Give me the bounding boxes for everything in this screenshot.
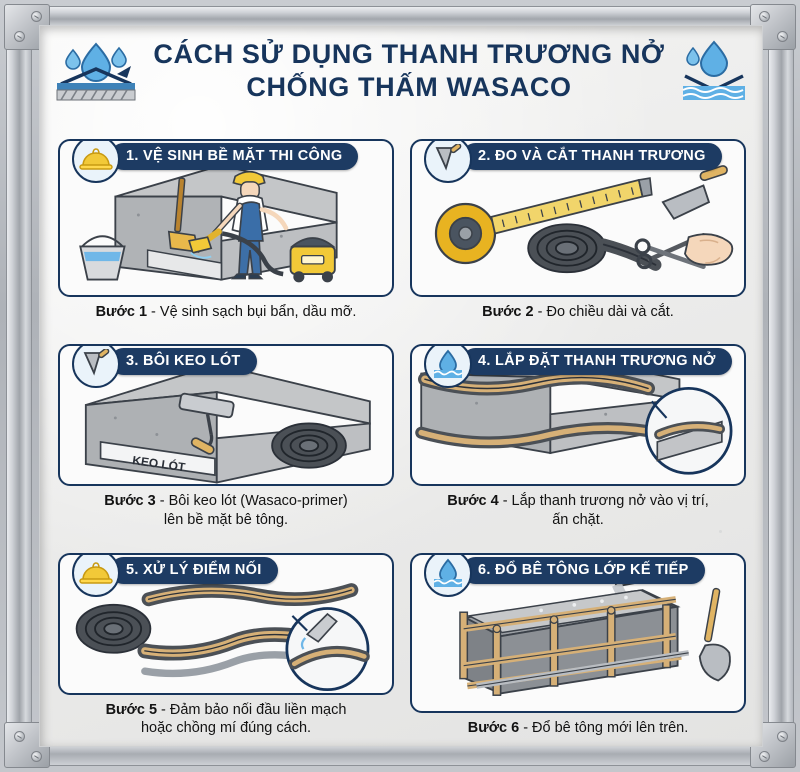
trowel-icon: [72, 346, 120, 389]
frame-rail-left: [6, 6, 32, 766]
step-caption-1: Bước 1 - Vệ sinh sạch bụi bẩn, dầu mỡ.: [58, 297, 394, 324]
step-header-6: 6. ĐỔ BÊ TÔNG LỚP KẾ TIẾP: [462, 556, 705, 584]
step-caption-5-line1: - Đảm bảo nối đầu liền mạch: [157, 701, 347, 718]
screw-icon: [777, 731, 788, 742]
water-drop-waves-icon: [424, 554, 472, 597]
step-header-1: 1. VỆ SINH BỀ MẶT THI CÔNG: [110, 143, 359, 170]
illustration-worker-vacuum: [79, 164, 338, 283]
screw-icon: [759, 11, 770, 22]
steps-grid: 1. VỆ SINH BỀ MẶT THI CÔNG: [58, 122, 746, 740]
step-caption-6: Bước 6 - Đổ bê tông mới lên trên.: [410, 713, 746, 740]
step-caption-6-rest: - Đổ bê tông mới lên trên.: [519, 720, 689, 737]
step-caption-4-line1: - Lắp thanh trương nở vào vị trí,: [498, 493, 709, 510]
screw-icon: [759, 751, 770, 762]
water-drop-waves-icon: [424, 346, 472, 389]
hard-hat-icon: [72, 140, 120, 183]
illustration-install-waterstop: [415, 352, 733, 475]
screw-icon: [31, 11, 42, 22]
step-caption-3: Bước 3 - Bôi keo lót (Wasaco-primer) lên…: [58, 486, 394, 531]
frame-rail-right: [768, 6, 794, 766]
water-droplets-repelled-surface-icon: [53, 38, 139, 104]
step-card-3: 3. BÔI KEO LÓT KEO LÓT: [58, 327, 394, 531]
frame-rail-top: [6, 6, 794, 28]
step-caption-2-rest: - Đo chiều dài và cắt.: [533, 303, 674, 320]
illustration-joint-overlap: [75, 582, 370, 691]
water-droplets-waves-icon: [679, 38, 749, 104]
frame-rail-bottom: [6, 744, 794, 766]
screw-icon: [777, 31, 788, 42]
step-caption-3-bold: Bước 3: [104, 493, 156, 510]
step-caption-3-line1: - Bôi keo lót (Wasaco-primer): [155, 493, 348, 510]
screw-icon: [14, 31, 25, 42]
hard-hat-icon: [72, 554, 120, 597]
step-header-5: 5. XỬ LÝ ĐIỂM NỐI: [110, 556, 278, 584]
step-caption-2-bold: Bước 2: [482, 303, 534, 320]
step-caption-5-bold: Bước 5: [105, 701, 158, 718]
title-line-1: CÁCH SỬ DỤNG THANH TRƯƠNG NỞ: [153, 39, 665, 70]
screw-icon: [31, 751, 42, 762]
step-caption-1-bold: Bước 1: [95, 303, 148, 320]
step-caption-4: Bước 4 - Lắp thanh trương nở vào vị trí,…: [410, 486, 746, 531]
step-caption-1-rest: - Vệ sinh sạch bụi bẩn, dầu mỡ.: [147, 303, 357, 320]
step-caption-2: Bước 2 - Đo chiều dài và cắt.: [410, 297, 746, 324]
step-panel-2: 2. ĐO VÀ CẮT THANH TRƯƠNG: [410, 139, 746, 297]
step-card-4: 4. LẮP ĐẶT THANH TRƯƠNG NỞ: [410, 327, 746, 531]
step-caption-5-line2: hoặc chồng mí đúng cách.: [140, 720, 312, 737]
step-caption-3-line2: lên bề mặt bê tông.: [163, 512, 289, 529]
illustration-measure-and-cut: [434, 165, 734, 274]
step-caption-4-bold: Bước 4: [447, 493, 499, 510]
illustration-apply-primer: KEO LÓT: [84, 363, 371, 484]
step-caption-6-bold: Bước 6: [467, 720, 520, 737]
page-title: CÁCH SỬ DỤNG THANH TRƯƠNG NỞ CHỐNG THẤM …: [153, 38, 664, 104]
poster-canvas: CÁCH SỬ DỤNG THANH TRƯƠNG NỞ CHỐNG THẤM …: [40, 26, 762, 746]
step-header-4: 4. LẮP ĐẶT THANH TRƯƠNG NỞ: [462, 348, 732, 376]
step-panel-3: 3. BÔI KEO LÓT KEO LÓT: [58, 344, 394, 487]
title-line-2: CHỐNG THẤM WASACO: [246, 72, 572, 102]
step-card-2: 2. ĐO VÀ CẮT THANH TRƯƠNG: [410, 122, 746, 323]
step-card-6: 6. ĐỔ BÊ TÔNG LỚP KẾ TIẾP: [410, 536, 746, 740]
step-card-5: 5. XỬ LÝ ĐIỂM NỐI: [58, 536, 394, 740]
step-panel-1: 1. VỆ SINH BỀ MẶT THI CÔNG: [58, 139, 394, 297]
step-caption-5: Bước 5 - Đảm bảo nối đầu liền mạch hoặc …: [58, 695, 394, 740]
illustration-concrete-pour-formwork: [459, 557, 731, 696]
step-header-2: 2. ĐO VÀ CẮT THANH TRƯƠNG: [462, 143, 722, 170]
screw-icon: [14, 731, 25, 742]
trowel-icon: [424, 140, 472, 183]
step-caption-4-line2: ấn chặt.: [552, 512, 604, 529]
step-card-1: 1. VỆ SINH BỀ MẶT THI CÔNG: [58, 122, 394, 323]
poster-header: CÁCH SỬ DỤNG THANH TRƯƠNG NỞ CHỐNG THẤM …: [40, 38, 762, 104]
step-panel-4: 4. LẮP ĐẶT THANH TRƯƠNG NỞ: [410, 344, 746, 487]
step-header-3: 3. BÔI KEO LÓT: [110, 348, 257, 376]
step-panel-6: 6. ĐỔ BÊ TÔNG LỚP KẾ TIẾP: [410, 552, 746, 714]
step-panel-5: 5. XỬ LÝ ĐIỂM NỐI: [58, 552, 394, 695]
